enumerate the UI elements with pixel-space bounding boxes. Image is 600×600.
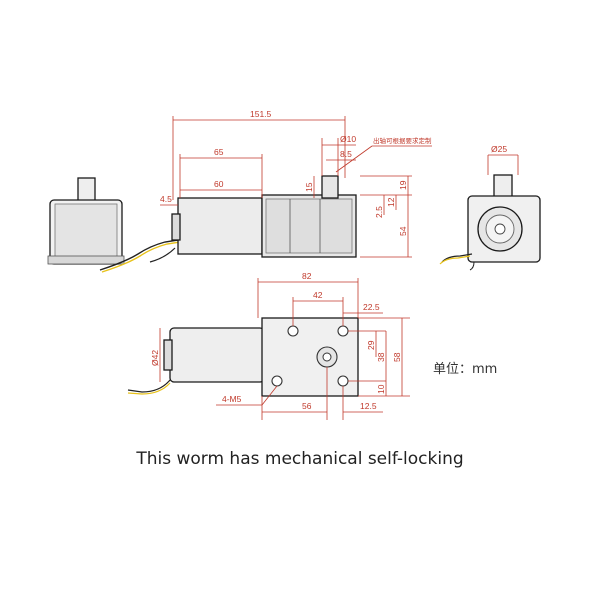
dim-motor-dia: Ø42 <box>150 350 160 366</box>
end-view-left <box>47 177 181 273</box>
plan-view: 82 42 22.5 29 38 58 10 Ø42 4-M5 56 <box>127 271 410 420</box>
side-view-right: Ø25 <box>439 144 541 271</box>
dim-shaft-pos: 56 <box>302 401 312 411</box>
dim-box-width: 82 <box>302 271 312 281</box>
dim-motor-length: 60 <box>214 179 224 189</box>
caption: This worm has mechanical self-locking <box>136 449 464 469</box>
dim-shaft-len: 15 <box>304 182 314 192</box>
dim-shaft-step2: 12 <box>386 197 396 207</box>
dim-hole-offset: 22.5 <box>363 302 380 312</box>
unit-label: 单位：mm <box>433 362 498 377</box>
dim-shaft-dia: Ø10 <box>340 134 356 144</box>
dim-hole-spacing: 42 <box>313 290 323 300</box>
dim-shaft-height: 19 <box>398 180 408 190</box>
dim-box-depth: 58 <box>392 352 402 362</box>
dim-shaft-step: 2.5 <box>374 206 384 218</box>
front-view: 151.5 65 60 4.5 Ø10 8.5 15 出轴可根据要求定制 19 … <box>149 109 432 263</box>
dim-shaft-end: 12.5 <box>360 401 377 411</box>
dim-total-length: 151.5 <box>250 109 272 119</box>
dim-hole-v2: 38 <box>376 352 386 362</box>
dim-gearbox-length: 65 <box>214 147 224 157</box>
dim-hole-bottom: 10 <box>376 384 386 394</box>
dim-box-height: 54 <box>398 226 408 236</box>
dim-holes: 4-M5 <box>222 394 242 404</box>
dim-hole-v1: 29 <box>366 340 376 350</box>
dim-side-shaft-dia: Ø25 <box>491 144 507 154</box>
dim-shaft-flat: 8.5 <box>340 149 352 159</box>
dim-flange: 4.5 <box>160 194 172 204</box>
shaft-custom-note: 出轴可根据要求定制 <box>373 136 432 145</box>
